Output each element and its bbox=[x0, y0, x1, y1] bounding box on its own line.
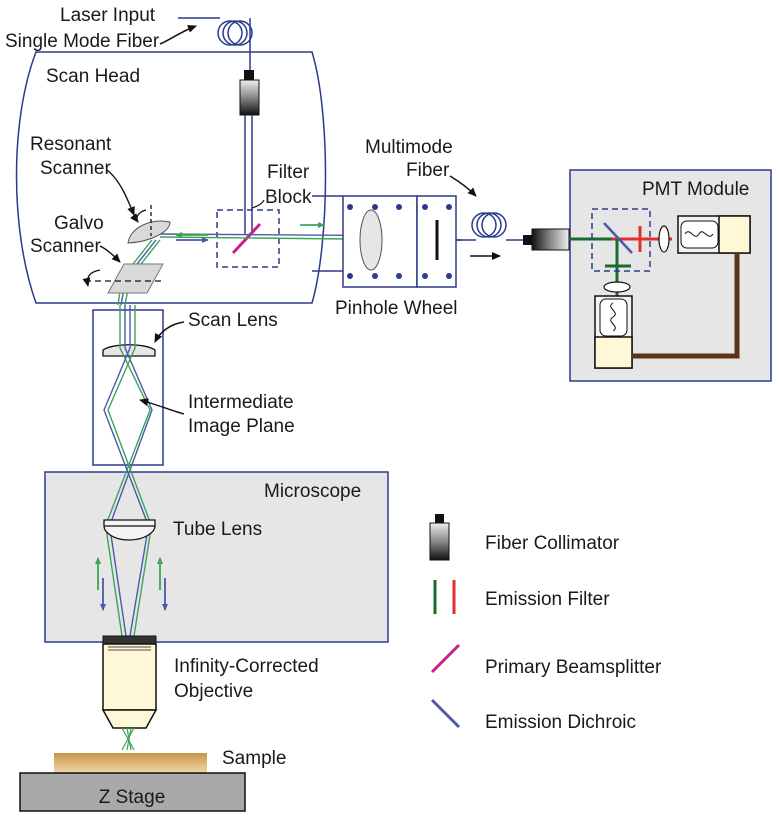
label-galvo: Galvo bbox=[54, 213, 104, 234]
microscope-body bbox=[44, 471, 389, 643]
legend-fiber-collimator-icon bbox=[429, 514, 450, 561]
scan-head-collimator bbox=[239, 70, 260, 116]
label-filter: Filter bbox=[267, 162, 310, 183]
label-laser-input: Laser Input bbox=[60, 5, 156, 26]
scan-lens-pointer bbox=[154, 321, 185, 343]
label-galvo-scanner: Scanner bbox=[30, 236, 101, 257]
multimode-fiber bbox=[456, 212, 534, 241]
legend-label-emission-dichroic: Emission Dichroic bbox=[485, 712, 636, 733]
galvo-scanner bbox=[82, 263, 165, 294]
label-resonant-scanner: Scanner bbox=[40, 158, 111, 179]
pmt-collimator bbox=[523, 228, 570, 251]
pmt-optics bbox=[569, 208, 672, 296]
label-infinity-corrected: Infinity-Corrected bbox=[174, 656, 319, 677]
image-plane-pointer bbox=[139, 398, 185, 415]
sample bbox=[54, 753, 207, 773]
single-mode-fiber bbox=[178, 17, 253, 72]
legend-emission-dichroic-icon bbox=[430, 698, 461, 729]
z-stage bbox=[19, 772, 246, 812]
label-pmt-module: PMT Module bbox=[642, 179, 749, 200]
resonant-pointer bbox=[106, 169, 135, 216]
resonant-scanner bbox=[127, 205, 171, 244]
label-image-plane: Image Plane bbox=[188, 416, 295, 437]
legend-label-emission-filter: Emission Filter bbox=[485, 589, 610, 610]
label-single-mode-fiber: Single Mode Fiber bbox=[5, 31, 160, 52]
legend-emission-filter-icon bbox=[433, 580, 456, 614]
label-pinhole-wheel: Pinhole Wheel bbox=[335, 298, 458, 319]
scan-lens-tube bbox=[92, 309, 164, 466]
legend-label-fiber-collimator: Fiber Collimator bbox=[485, 533, 620, 554]
label-resonant: Resonant bbox=[30, 134, 112, 155]
vertical-beams bbox=[103, 305, 153, 637]
pmt-detector-bottom bbox=[594, 295, 633, 369]
pmt-signal-cable bbox=[632, 253, 740, 359]
laser-input-pointer bbox=[159, 25, 197, 45]
label-block: Block bbox=[265, 187, 312, 208]
multimode-pointer bbox=[449, 175, 477, 197]
legend-label-primary-beamsplitter: Primary Beamsplitter bbox=[485, 657, 662, 678]
label-scan-lens: Scan Lens bbox=[188, 310, 278, 331]
pmt-detector-right bbox=[677, 215, 751, 254]
label-tube-lens: Tube Lens bbox=[173, 519, 262, 540]
label-intermediate: Intermediate bbox=[188, 392, 294, 413]
tube-lens bbox=[103, 519, 156, 541]
legend-primary-beamsplitter-icon bbox=[430, 643, 461, 674]
excitation-beam-vertical bbox=[244, 115, 253, 235]
objective-lens bbox=[101, 635, 158, 729]
label-sample: Sample bbox=[222, 748, 286, 769]
label-microscope: Microscope bbox=[264, 481, 361, 502]
label-z-stage: Z Stage bbox=[99, 787, 166, 808]
label-scan-head: Scan Head bbox=[46, 66, 140, 87]
filter-block-pointer bbox=[251, 199, 265, 209]
label-multimode: Multimode bbox=[365, 137, 453, 158]
pinhole-wheel bbox=[312, 195, 457, 288]
label-objective: Objective bbox=[174, 681, 253, 702]
galvo-pointer bbox=[99, 245, 121, 263]
focus-beams bbox=[121, 727, 135, 751]
label-fiber: Fiber bbox=[406, 160, 450, 181]
